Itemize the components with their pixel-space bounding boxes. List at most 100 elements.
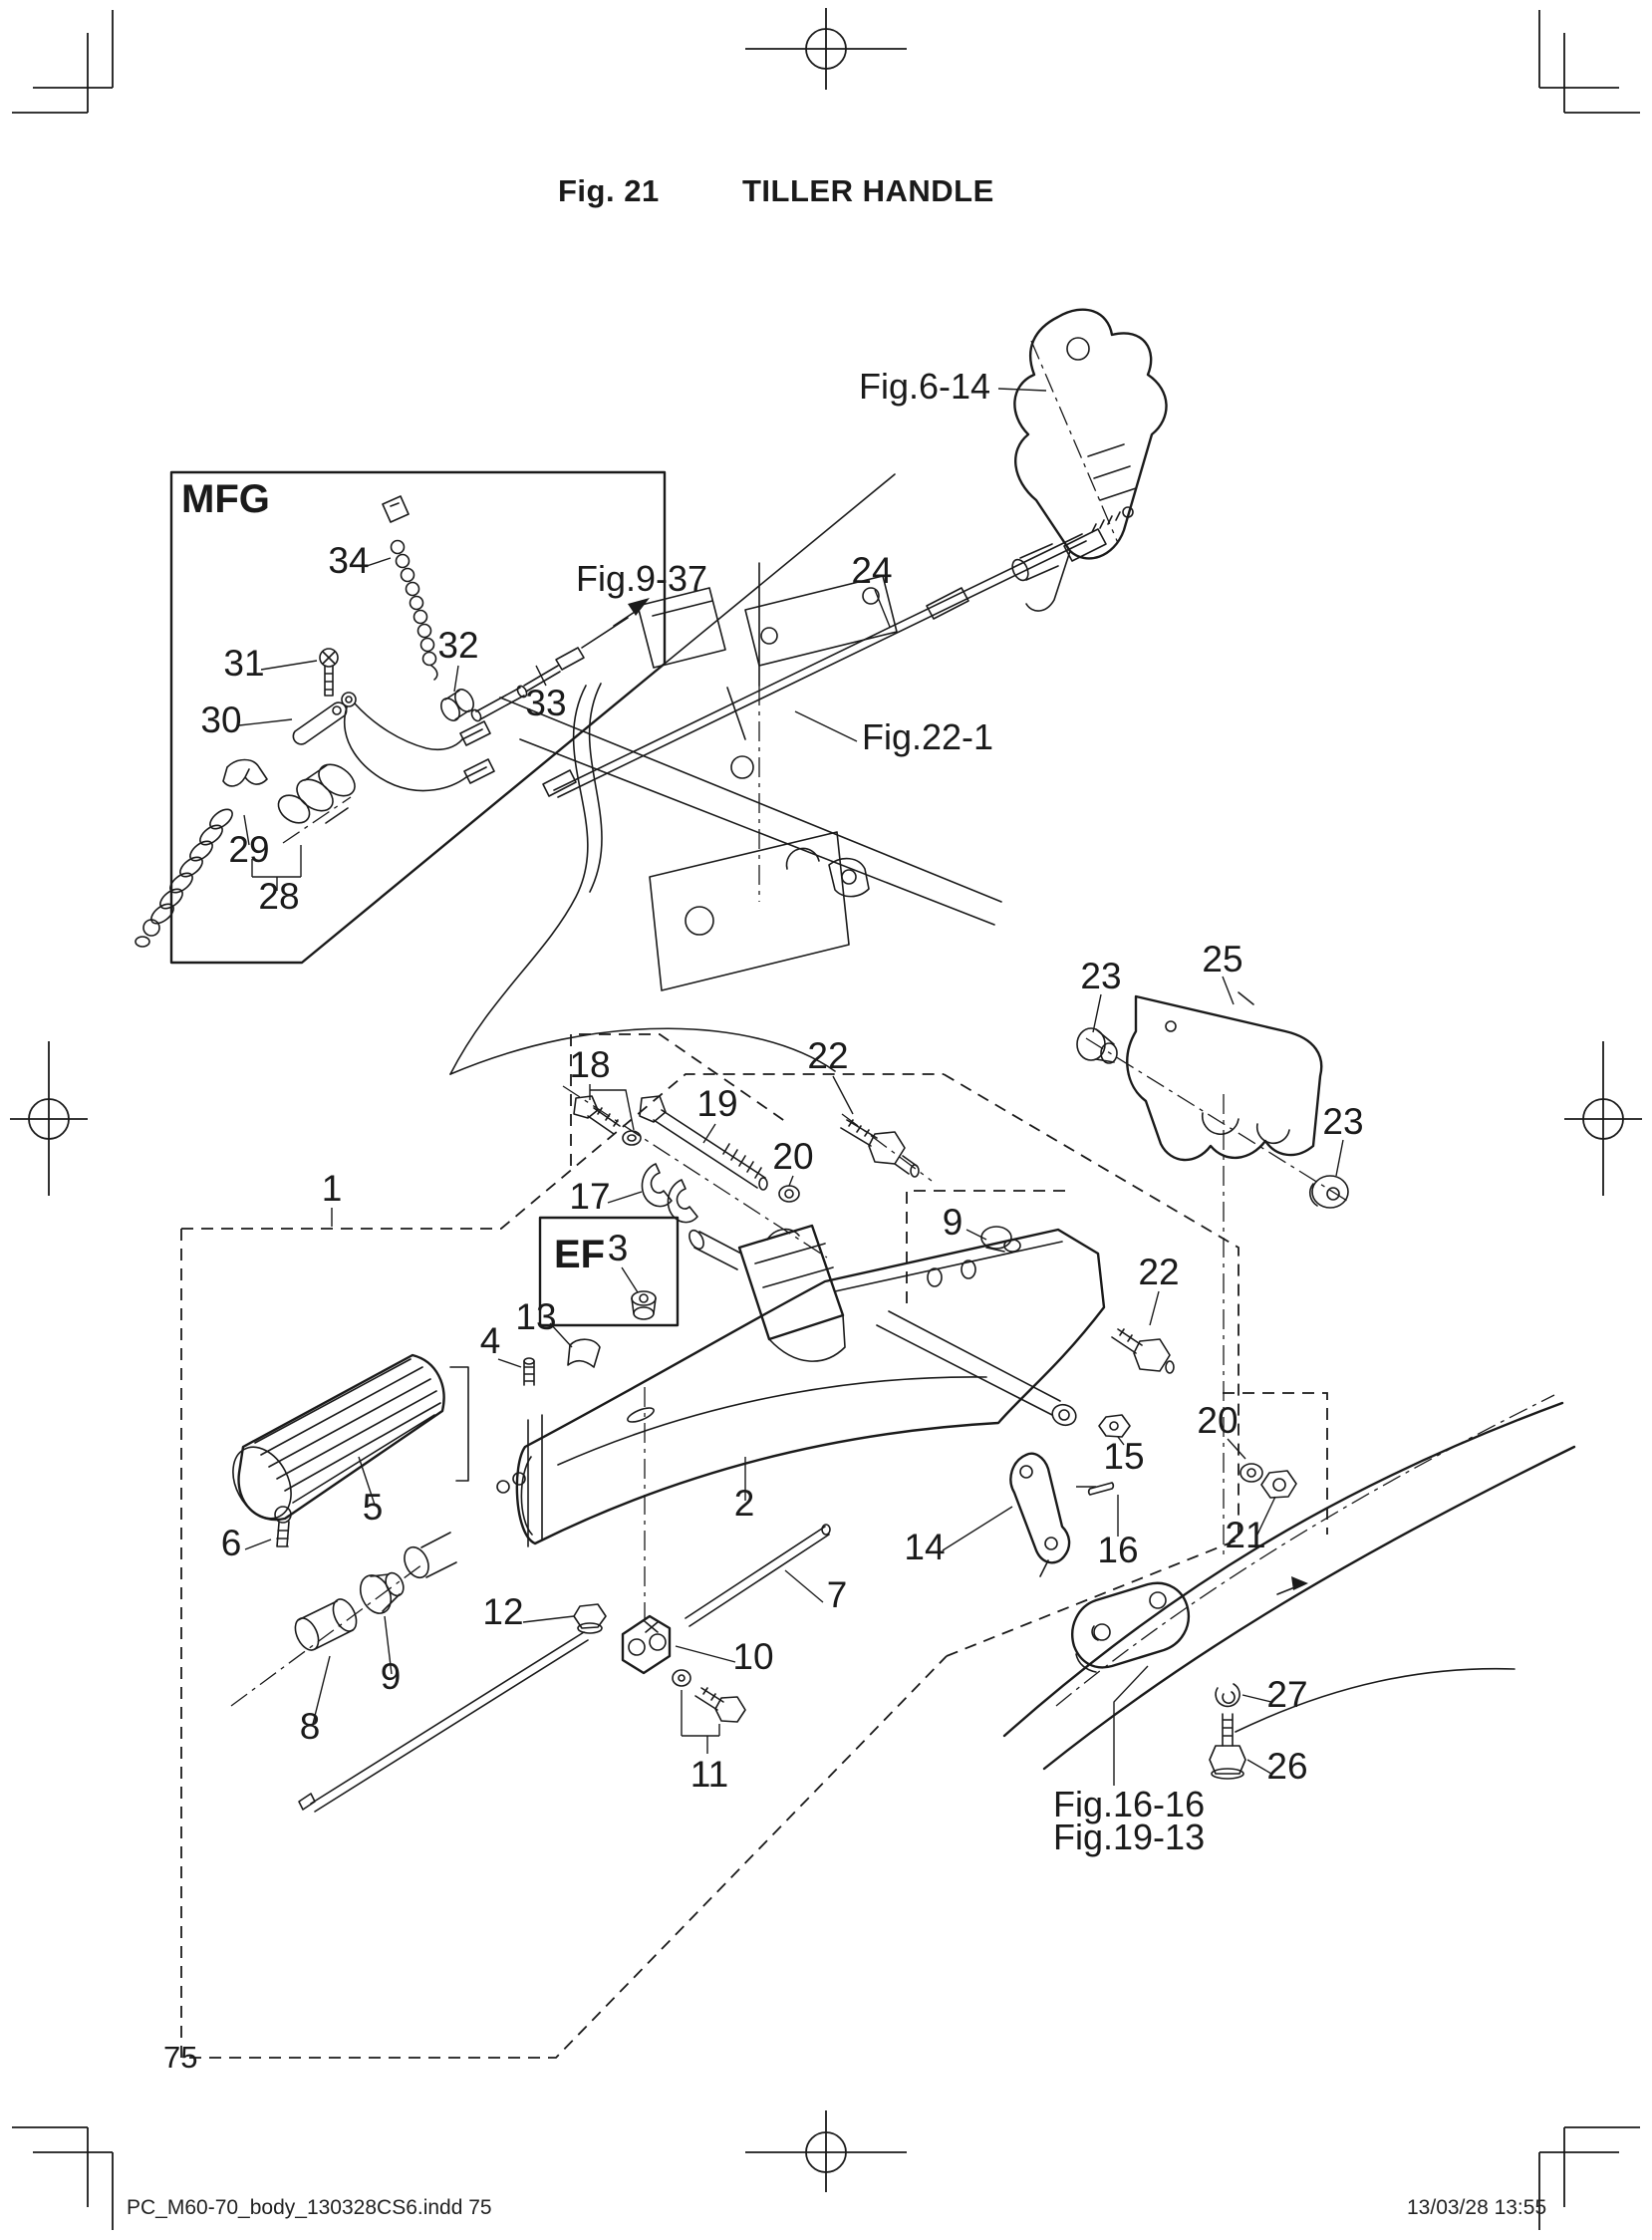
mid-subassembly bbox=[562, 1085, 933, 1362]
callout-27: 27 bbox=[1266, 1674, 1307, 1715]
callout-4: 4 bbox=[480, 1320, 501, 1361]
part-8-roller bbox=[294, 1598, 358, 1651]
part-9-bushing-right bbox=[980, 1226, 1021, 1253]
callout-12: 12 bbox=[482, 1591, 523, 1632]
rubber-mount bbox=[1071, 1581, 1191, 1673]
callout-21: 21 bbox=[1225, 1515, 1265, 1555]
assembly-boundaries bbox=[180, 1033, 1328, 2059]
callout-5: 5 bbox=[363, 1487, 384, 1528]
part-21-nut bbox=[1260, 1470, 1297, 1499]
callout-16: 16 bbox=[1097, 1530, 1138, 1570]
part-27-lock-washer bbox=[1215, 1683, 1240, 1708]
callout-1: 1 bbox=[322, 1168, 343, 1209]
callout-19: 19 bbox=[696, 1083, 737, 1124]
part-20-washer-mid bbox=[778, 1185, 800, 1203]
part-28-stop-switch bbox=[277, 763, 356, 844]
callout-34: 34 bbox=[328, 540, 369, 581]
registration-marks bbox=[10, 8, 1642, 2230]
page-title: TILLER HANDLE bbox=[742, 173, 994, 208]
crop-mark-bottom-right-icon bbox=[1538, 2126, 1640, 2230]
callout-9-left: 9 bbox=[381, 1656, 402, 1697]
callout-labels: 34 31 30 32 33 29 28 24 23 25 23 18 19 2… bbox=[200, 540, 1363, 1795]
callout-33: 33 bbox=[525, 683, 566, 723]
part-11-washer-bolt bbox=[672, 1669, 746, 1723]
part-10-coupler-block bbox=[621, 1387, 672, 1675]
fig-9-37-arrow-icon bbox=[613, 598, 650, 627]
rear-link-arm bbox=[876, 1310, 1077, 1427]
callout-30: 30 bbox=[200, 700, 241, 740]
callout-22-mid: 22 bbox=[807, 1035, 848, 1076]
part-9-bushing-left bbox=[359, 1571, 405, 1614]
break-line bbox=[664, 473, 896, 665]
part-22-bolt-mid bbox=[840, 1119, 920, 1178]
callout-6: 6 bbox=[221, 1523, 242, 1563]
part-4-spring-pin bbox=[523, 1357, 535, 1386]
part-31-screw bbox=[319, 648, 339, 697]
callout-29: 29 bbox=[228, 829, 269, 870]
engine-case-art bbox=[449, 562, 1002, 1075]
callout-22-right: 22 bbox=[1138, 1252, 1179, 1292]
part-3-nut bbox=[631, 1290, 657, 1320]
part-16-pin bbox=[1087, 1482, 1115, 1496]
ref-fig-6-14: Fig.6-14 bbox=[859, 366, 990, 407]
callout-11: 11 bbox=[690, 1754, 728, 1795]
part-33-throttle-link bbox=[470, 617, 629, 722]
part-17-clamps bbox=[641, 1163, 698, 1224]
callout-26: 26 bbox=[1266, 1746, 1307, 1787]
callout-14: 14 bbox=[904, 1527, 945, 1567]
callout-31: 31 bbox=[223, 643, 264, 684]
part-12-nut bbox=[573, 1603, 607, 1634]
ef-box-label: EF bbox=[554, 1233, 605, 1276]
part-32-bushing bbox=[440, 689, 474, 721]
part-20-washer-right bbox=[1239, 1463, 1263, 1483]
part-30-clamp-plate bbox=[292, 701, 348, 745]
fig-6-14-bracket-art bbox=[1011, 308, 1168, 612]
mfg-box-outline bbox=[169, 470, 667, 965]
callout-7: 7 bbox=[827, 1574, 848, 1615]
part-15-nut bbox=[1098, 1414, 1131, 1438]
part-34-bead-chain bbox=[382, 495, 438, 681]
callout-15: 15 bbox=[1103, 1436, 1144, 1477]
callout-23-left: 23 bbox=[1080, 956, 1121, 996]
ref-fig-22-1: Fig.22-1 bbox=[862, 716, 993, 757]
callout-2: 2 bbox=[734, 1483, 755, 1524]
figure-references: Fig.9-37 Fig.6-14 Fig.22-1 Fig.16-16 Fig… bbox=[576, 366, 1205, 1857]
part-23-grommet-left bbox=[1076, 1027, 1118, 1064]
leader-lines bbox=[238, 388, 1344, 1786]
ref-fig-16-16: Fig.16-16 bbox=[1053, 1784, 1205, 1824]
part-23-grommet-right bbox=[1308, 1175, 1349, 1209]
callout-20-mid: 20 bbox=[772, 1136, 813, 1177]
callout-24: 24 bbox=[851, 550, 892, 591]
ref-fig-19-13: Fig.19-13 bbox=[1053, 1817, 1205, 1857]
part-13-wedge bbox=[567, 1338, 601, 1368]
callout-17: 17 bbox=[569, 1176, 610, 1217]
part-26-bolt bbox=[1209, 1713, 1246, 1780]
ef-inset: EF bbox=[538, 1216, 680, 1327]
callout-18: 18 bbox=[569, 1044, 610, 1085]
crop-mark-bottom-left-icon bbox=[12, 2126, 114, 2230]
callout-10: 10 bbox=[732, 1636, 773, 1677]
part-25-cable-holder bbox=[1085, 991, 1348, 1202]
callout-32: 32 bbox=[437, 625, 478, 666]
part-5-grip bbox=[232, 1353, 469, 1522]
part-7-rods bbox=[298, 1524, 831, 1813]
callout-28: 28 bbox=[258, 876, 299, 917]
ref-fig-9-37: Fig.9-37 bbox=[576, 558, 707, 599]
part-6-screw bbox=[274, 1506, 292, 1547]
footer-timestamp: 13/03/28 13:55 bbox=[1407, 2196, 1546, 2219]
direction-arrow-icon bbox=[1276, 1576, 1308, 1595]
part-19-long-bolt bbox=[639, 1095, 768, 1191]
callout-9-right: 9 bbox=[943, 1202, 964, 1243]
callout-13: 13 bbox=[515, 1296, 556, 1337]
figure-label: Fig. 21 bbox=[558, 173, 660, 208]
part-14-lever-link bbox=[1009, 1452, 1071, 1577]
page-number: 75 bbox=[163, 2040, 197, 2075]
callout-25: 25 bbox=[1202, 939, 1242, 980]
part-29-lanyard-clip bbox=[135, 758, 268, 948]
center-mark-top-icon bbox=[745, 8, 907, 90]
part-2-handle-housing bbox=[230, 1228, 1106, 1707]
center-mark-bottom-icon bbox=[745, 2110, 907, 2192]
mfg-box-label: MFG bbox=[181, 477, 270, 521]
